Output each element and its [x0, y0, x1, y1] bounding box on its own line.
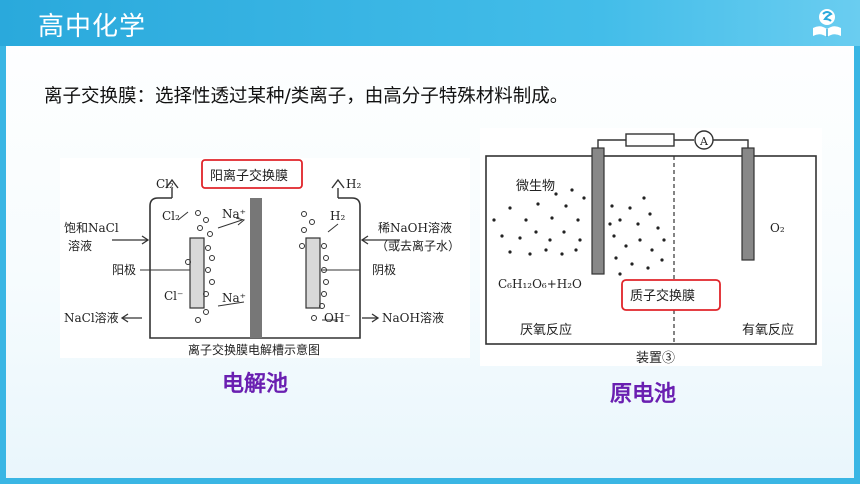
- cathode-label: 阴极: [372, 263, 396, 277]
- oh-minus-label: OH⁻: [324, 311, 351, 325]
- proton-membrane-label: 质子交换膜: [630, 288, 695, 304]
- left-electrode: [591, 147, 605, 275]
- right-input-line2: （或去离子水）: [376, 238, 460, 253]
- page-title: 高中化学: [38, 12, 147, 42]
- h2-inner-label: H₂: [330, 209, 345, 223]
- right-electrode: [741, 147, 755, 261]
- resistor: [625, 133, 675, 147]
- container-outline: [485, 155, 817, 345]
- diagram-caption: 离子交换膜电解槽示意图: [188, 342, 320, 357]
- cl2-top-label: Cl₂: [156, 177, 174, 191]
- left-input-line1: 饱和NaCl: [64, 220, 119, 235]
- cl-minus-label: Cl⁻: [164, 289, 183, 303]
- na-top-label: Na⁺: [222, 207, 246, 221]
- device-caption: 装置③: [636, 351, 675, 366]
- glucose-formula: C₆H₁₂O₆+H₂O: [498, 277, 582, 291]
- membrane-label-highlight: [201, 159, 303, 189]
- anaerobic-label: 厌氧反应: [520, 322, 572, 338]
- book-logo-icon: [813, 9, 841, 37]
- cathode-electrode: [305, 237, 321, 309]
- proton-membrane-highlight: [621, 279, 721, 311]
- header-bar: 高中化学: [0, 0, 860, 46]
- anode-electrode: [189, 237, 205, 309]
- membrane-bar: [250, 198, 262, 338]
- galvanic-diagram: A 微生物 C₆H₁₂O₆+H₂O O₂ 质子交换膜 厌氧反应 有氧反应 装置③: [480, 128, 822, 366]
- ammeter-label: A: [699, 135, 709, 148]
- cl2-inner-label: Cl₂: [162, 209, 180, 223]
- left-output-label: NaCl溶液: [64, 310, 119, 325]
- bottom-border: [0, 478, 860, 484]
- microbe-label: 微生物: [516, 179, 555, 194]
- anode-label: 阳极: [112, 263, 136, 277]
- galvanic-label: 原电池: [610, 382, 677, 407]
- o2-label: O₂: [770, 221, 785, 235]
- h2-top-label: H₂: [346, 177, 361, 191]
- definition-text: 离子交换膜：选择性透过某种/类离子，由高分子特殊材料制成。: [44, 86, 569, 107]
- electrolysis-label: 电解池: [222, 372, 289, 397]
- aerobic-label: 有氧反应: [742, 322, 794, 338]
- membrane-label: 阳离子交换膜: [210, 168, 288, 184]
- left-border: [0, 0, 6, 484]
- right-input-line1: 稀NaOH溶液: [378, 220, 452, 235]
- electrolysis-diagram: 阳离子交换膜 Cl₂ H₂ Cl₂ H₂ Na⁺ Na⁺ Cl⁻ OH⁻ 饱和N…: [60, 158, 470, 358]
- right-border: [854, 0, 860, 484]
- left-input-line2: 溶液: [68, 238, 92, 253]
- right-output-label: NaOH溶液: [382, 310, 444, 325]
- na-bottom-label: Na⁺: [222, 291, 246, 305]
